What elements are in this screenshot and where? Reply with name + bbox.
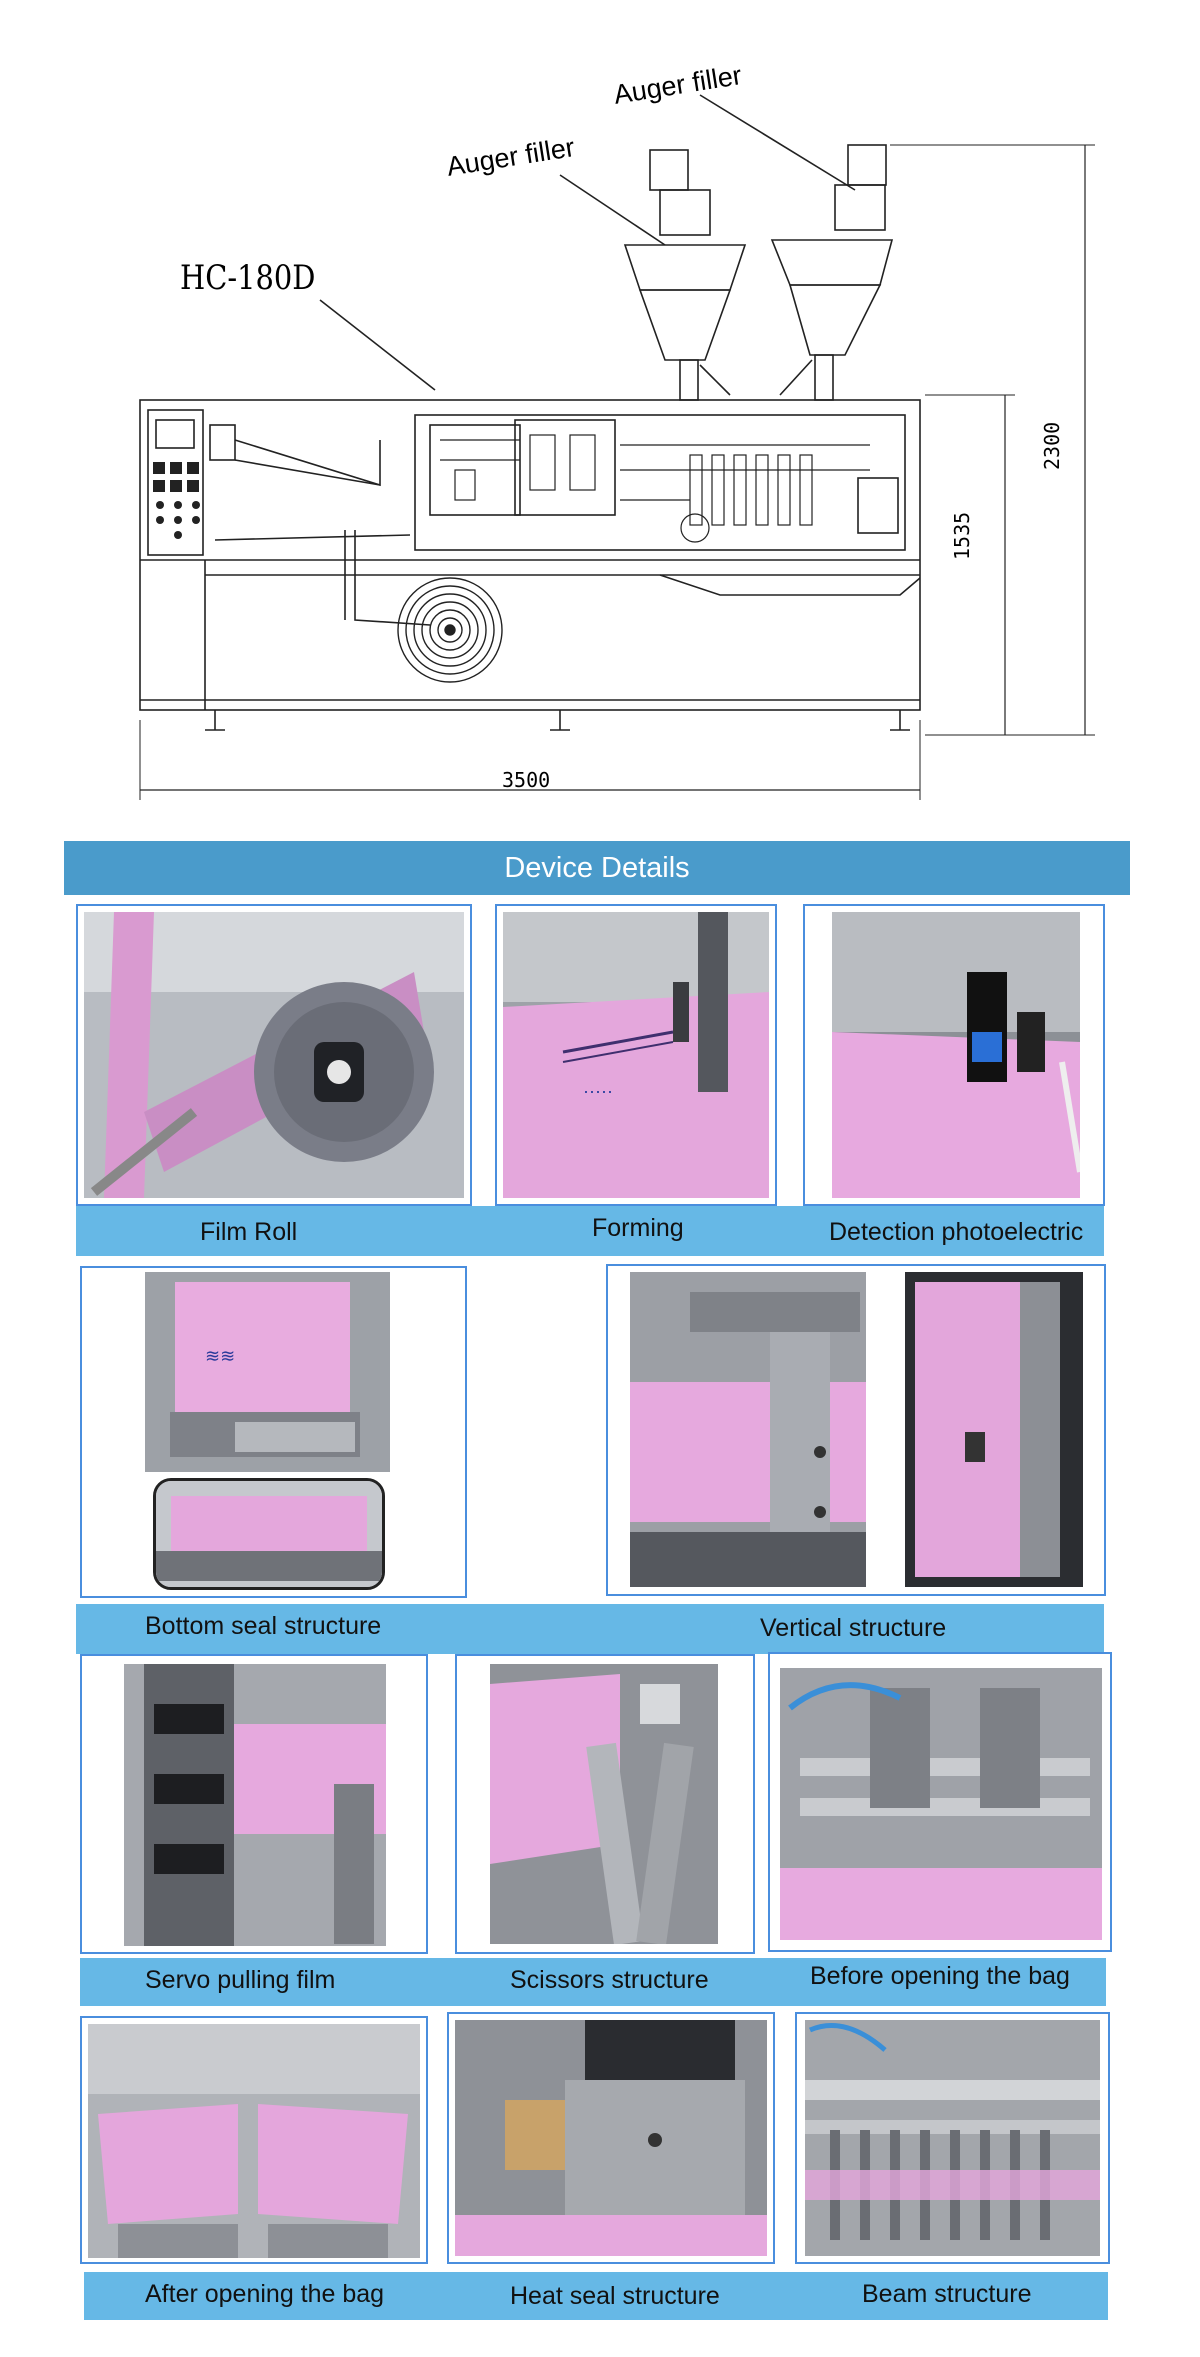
bottom-seal-inset (153, 1478, 385, 1590)
forming-label: Forming (592, 1214, 684, 1242)
photoelectric-label: Detection photoelectric (829, 1218, 1084, 1246)
before-opening-photo (780, 1668, 1102, 1940)
svg-text:≋≋: ≋≋ (205, 1346, 235, 1366)
film-roll-label: Film Roll (200, 1218, 298, 1246)
device-details-header (64, 841, 1130, 895)
after-opening-label: After opening the bag (145, 2280, 385, 2308)
model-label: HC-180D (180, 258, 316, 298)
vertical-structure-photo (630, 1272, 866, 1587)
row1-label-bar (76, 1206, 1104, 1256)
after-opening-photo (88, 2024, 420, 2258)
beam-structure-photo (805, 2020, 1100, 2256)
row3-label-bar (80, 1958, 1106, 2006)
vertical-structure-inset (905, 1272, 1083, 1587)
row4-label-bar (84, 2272, 1108, 2320)
forming-photo: ····· (503, 912, 769, 1198)
page-title: Device Details (504, 852, 690, 884)
svg-text:·····: ····· (583, 1081, 613, 1101)
dimension-height-body: 1535 (950, 511, 974, 560)
film-roll-photo (84, 912, 464, 1198)
dimension-width: 3500 (502, 768, 551, 792)
bottom-seal-label: Bottom seal structure (145, 1612, 382, 1640)
machine-drawing: HC-180D Auger filler Auger filler 3500 1… (0, 0, 1200, 820)
beam-structure-label: Beam structure (862, 2280, 1032, 2308)
servo-label: Servo pulling film (145, 1966, 336, 1994)
row2-label-bar (76, 1604, 1104, 1654)
servo-pulling-photo (124, 1664, 386, 1946)
vertical-structure-label: Vertical structure (760, 1614, 947, 1642)
photoelectric-sensor-photo (832, 912, 1080, 1198)
dimension-height-total: 2300 (1040, 421, 1064, 470)
bottom-seal-photo: ≋≋ (145, 1272, 390, 1472)
scissors-label: Scissors structure (510, 1966, 709, 1994)
before-opening-label: Before opening the bag (810, 1962, 1070, 1990)
heat-seal-label: Heat seal structure (510, 2282, 720, 2310)
scissors-photo (490, 1664, 718, 1944)
heat-seal-photo (455, 2020, 767, 2256)
